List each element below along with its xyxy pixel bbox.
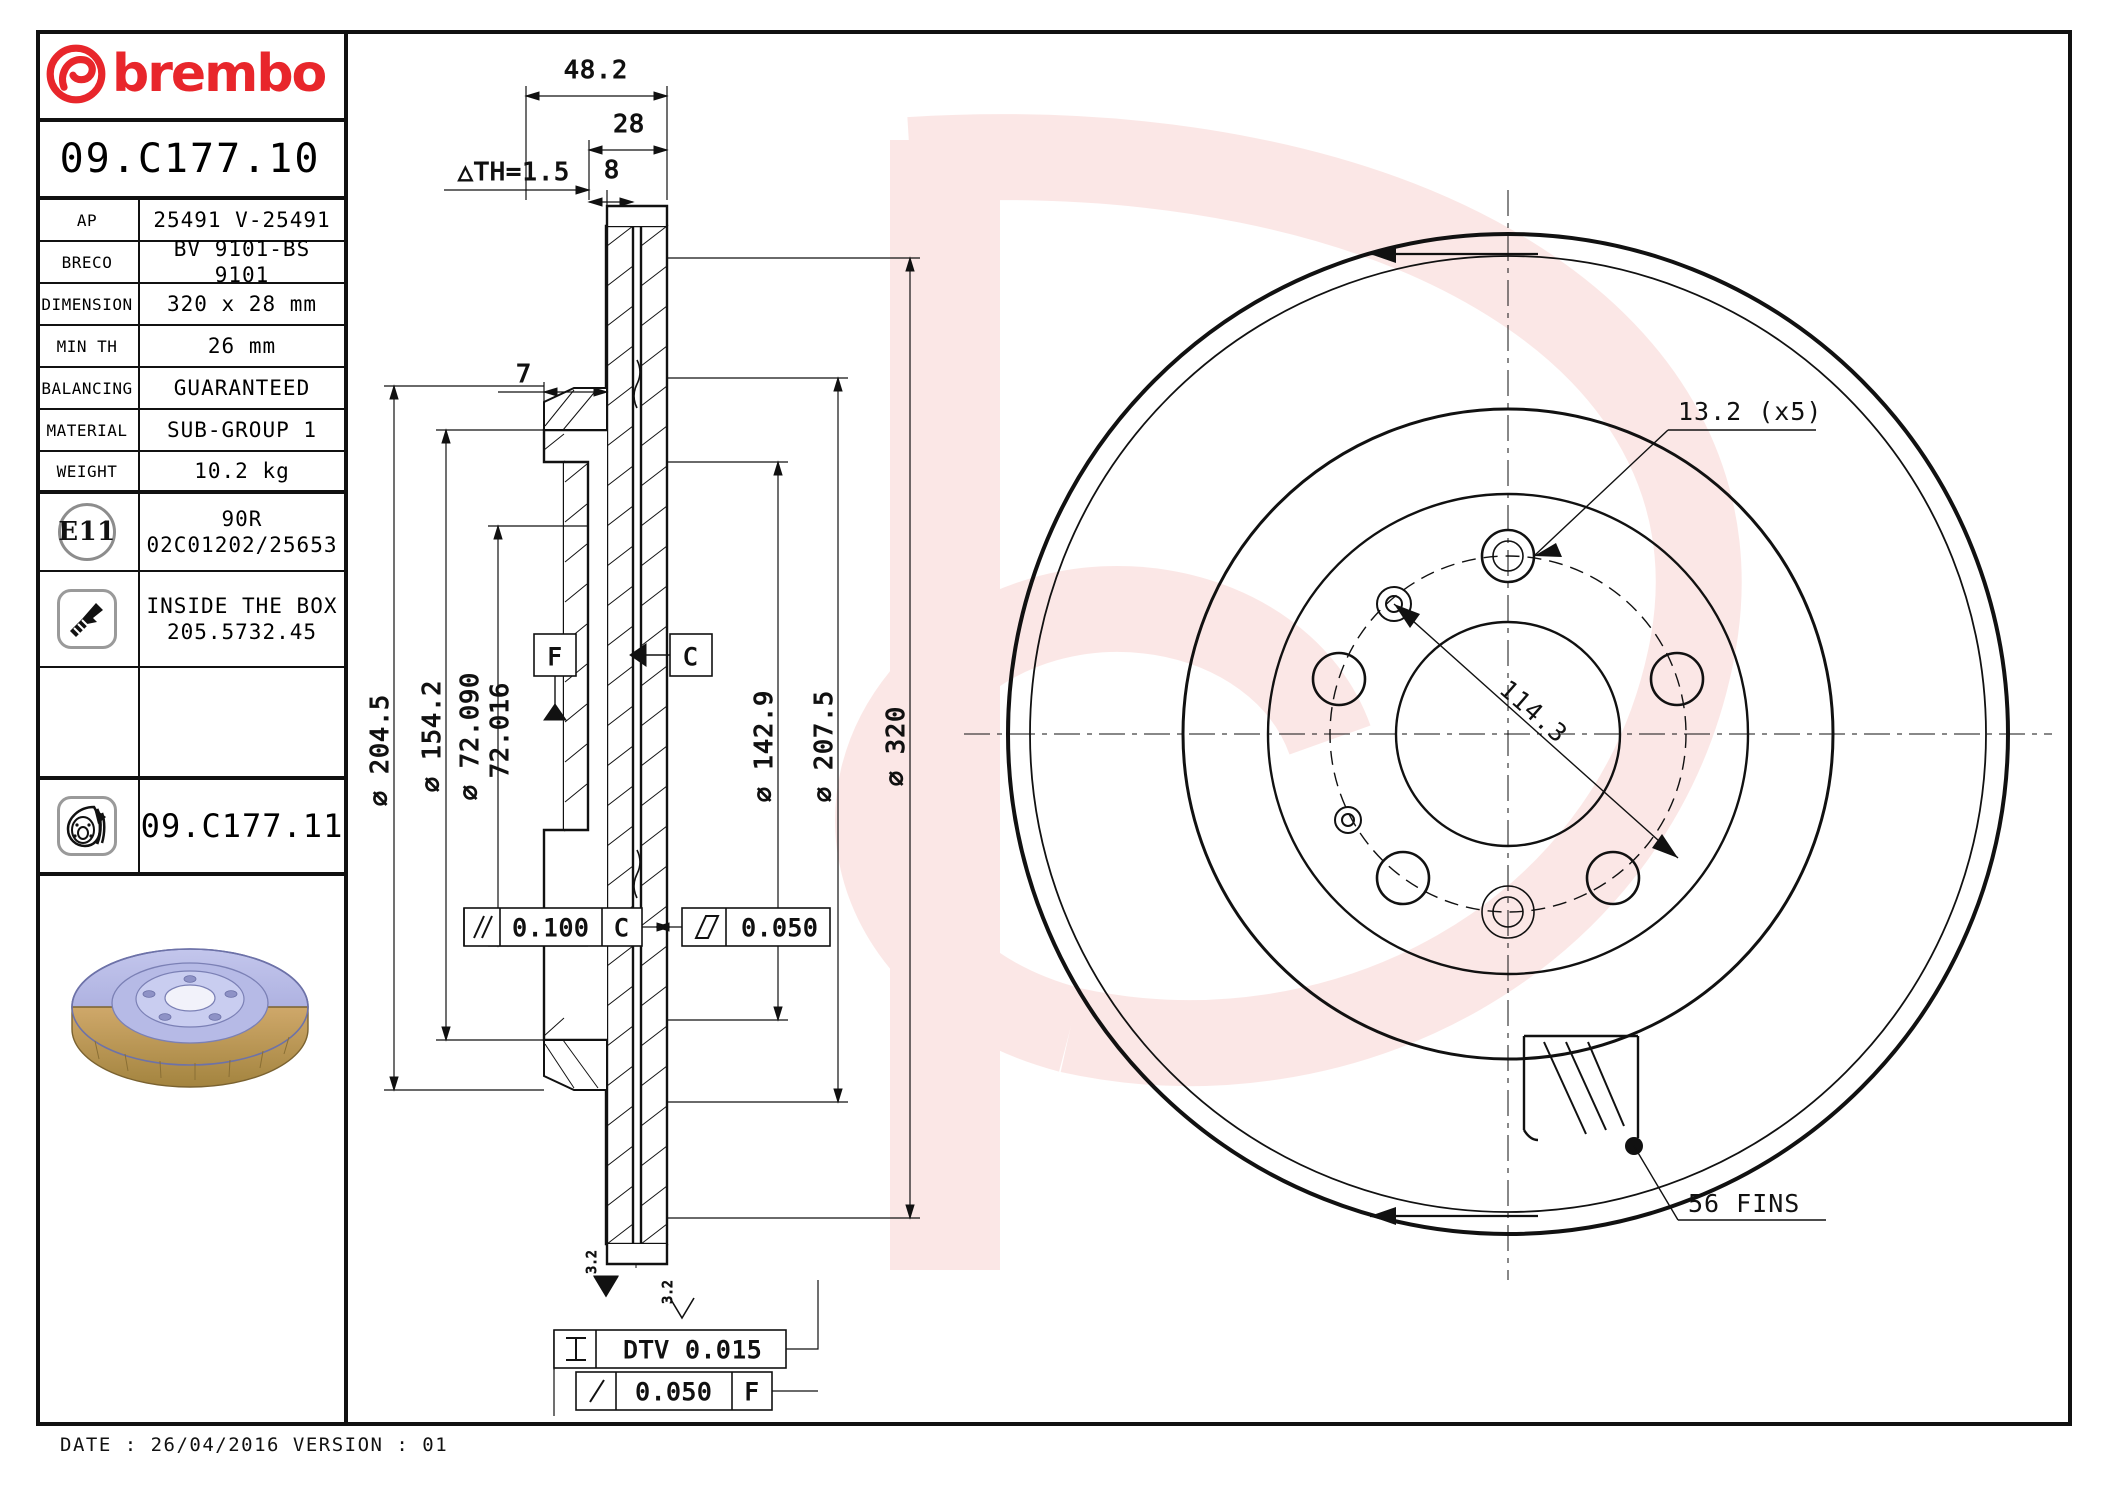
brake-disc-icon xyxy=(57,796,117,856)
spec-key: MATERIAL xyxy=(36,410,140,450)
spec-value: 320 x 28 mm xyxy=(166,291,318,316)
spec-key: WEIGHT xyxy=(36,452,140,490)
dim-mid-dia: ⌀ 207.5 xyxy=(809,690,838,802)
spec-row-weight: WEIGHT 10.2 kg xyxy=(36,452,344,494)
dim-outer-dia: ⌀ 320 xyxy=(881,706,910,786)
tolerance-runout-datum: F xyxy=(744,1378,759,1406)
surface-finish-left: 3.2 xyxy=(585,1250,619,1298)
spec-row-material: MATERIAL SUB-GROUP 1 xyxy=(36,410,344,452)
dim-flange-thickness: 7 xyxy=(516,359,532,388)
blank-value xyxy=(140,668,344,776)
part-number: 09.C177.10 xyxy=(59,136,321,182)
tolerance-runout-value: 0.050 xyxy=(635,1378,712,1406)
screws-line2: 205.5732.45 xyxy=(166,620,318,644)
surface-finish-left-value: 3.2 xyxy=(585,1250,600,1273)
tolerance-parallel-datum: C xyxy=(614,914,629,942)
dim-th-tolerance: △TH=1.5 xyxy=(458,157,570,186)
spec-row-breco: BRECO BV 9101-BS 9101 xyxy=(36,236,344,287)
screws-row: INSIDE THE BOX 205.5732.45 xyxy=(36,572,344,668)
surface-finish-right: 3.2 xyxy=(661,1280,695,1320)
face-view: 13.2 (x5) 114.3 xyxy=(964,190,2052,1280)
screws-value: INSIDE THE BOX 205.5732.45 xyxy=(140,572,344,666)
surface-finish-right-value: 3.2 xyxy=(661,1280,676,1303)
pair-part-row: 09.C177.11 xyxy=(36,780,344,876)
dim-hat-to-face: 28 xyxy=(613,109,645,138)
pair-part-number: 09.C177.11 xyxy=(140,807,344,845)
datum-c-label: C xyxy=(683,643,698,671)
homologation-line2: 02C01202/25653 xyxy=(146,533,338,557)
section-view: 48.2 28 8 △TH=1.5 7 xyxy=(365,55,920,1416)
datum-f-label: F xyxy=(547,643,562,671)
blank-row xyxy=(36,668,344,780)
spec-row-balancing: BALANCING GUARANTEED xyxy=(36,368,344,410)
e11-badge-label: E11 xyxy=(58,503,116,561)
tolerance-parallelism: 0.100 C xyxy=(463,907,672,947)
homologation-line1: 90R xyxy=(221,506,263,531)
spec-row-dimension: DIMENSION 320 x 28 mm xyxy=(36,284,344,326)
pcd-dim: 114.3 xyxy=(1494,674,1574,749)
spec-value: BV 9101-BS 9101 xyxy=(173,236,311,287)
spec-value: GUARANTEED xyxy=(173,375,311,400)
dim-od-hat: ⌀ 204.5 xyxy=(365,694,394,806)
technical-drawing: 48.2 28 8 △TH=1.5 7 xyxy=(348,30,2072,1426)
dim-inner-dia: ⌀ 142.9 xyxy=(749,690,778,802)
spec-key: MIN TH xyxy=(36,326,140,366)
spec-row-ap: AP 25491 V-25491 xyxy=(36,200,344,242)
brand-name: brembo xyxy=(112,44,327,104)
dim-hat-thickness: 8 xyxy=(604,155,620,184)
dim-pcd-note: ⌀ 154.2 xyxy=(417,680,446,792)
spec-key: DIMENSION xyxy=(36,284,140,324)
tolerance-runout: 0.050 F xyxy=(575,1371,773,1411)
datum-c: C xyxy=(629,633,713,677)
spec-key: BALANCING xyxy=(36,368,140,408)
part-number-row: 09.C177.10 xyxy=(36,122,344,200)
homologation-value: 90R 02C01202/25653 xyxy=(140,494,344,570)
screw-icon xyxy=(57,589,117,649)
brake-disc-photo xyxy=(71,948,309,1088)
tolerance-flatness: 0.050 xyxy=(654,907,831,947)
screw-icon-cell xyxy=(36,572,140,666)
spec-row-min-th: MIN TH 26 mm xyxy=(36,326,344,368)
e11-badge: E11 xyxy=(36,494,140,570)
sheet-border xyxy=(36,30,2072,1426)
spec-key: AP xyxy=(36,200,140,240)
brand-logo-row: brembo xyxy=(36,30,344,122)
datum-f: F xyxy=(533,633,577,721)
rotor-photo-row xyxy=(36,876,344,1122)
brake-disc-icon-cell xyxy=(36,780,140,872)
dim-bore-upper: ⌀ 72.090 xyxy=(455,672,484,800)
dim-overall-width: 48.2 xyxy=(564,55,628,84)
spec-value: SUB-GROUP 1 xyxy=(166,417,318,442)
spec-key: BRECO xyxy=(36,242,140,282)
spec-value: 10.2 kg xyxy=(194,458,290,483)
bolt-hole-dim: 13.2 (x5) xyxy=(1678,397,1822,426)
brembo-b-logo-icon xyxy=(46,44,106,104)
homologation-row: E11 90R 02C01202/25653 xyxy=(36,494,344,572)
info-table: brembo 09.C177.10 AP 25491 V-25491 BRECO… xyxy=(36,30,348,1426)
spec-value: 25491 V-25491 xyxy=(153,207,331,232)
footer-date: DATE : 26/04/2016 VERSION : 01 xyxy=(60,1434,449,1456)
fins-label: 56 FINS xyxy=(1688,1189,1800,1218)
tolerance-parallel-value: 0.100 xyxy=(512,914,589,942)
tolerance-dtv-value: DTV 0.015 xyxy=(623,1336,762,1364)
spec-value: 26 mm xyxy=(207,333,277,358)
tolerance-dtv: DTV 0.015 xyxy=(553,1329,787,1369)
screws-line1: INSIDE THE BOX xyxy=(146,593,338,618)
dim-bore-lower: 72.016 xyxy=(485,682,514,778)
blank-key xyxy=(36,668,140,776)
tolerance-flatness-value: 0.050 xyxy=(741,914,818,942)
